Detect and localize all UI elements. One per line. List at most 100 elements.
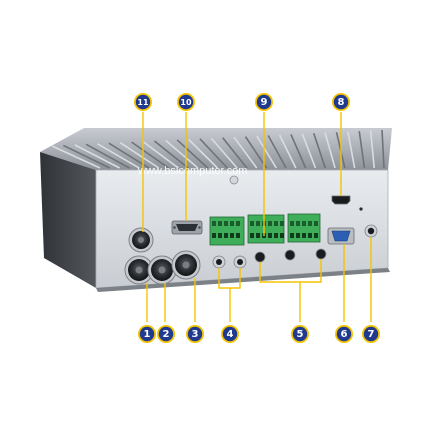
callout-badge-9: 9 <box>255 93 273 111</box>
callout-badge-8: 8 <box>332 93 350 111</box>
heatsink-fin <box>142 140 179 169</box>
callout-disc <box>135 94 151 110</box>
callout-number: 3 <box>192 329 199 340</box>
callout-disc <box>333 94 349 110</box>
callout-number: 4 <box>227 329 234 340</box>
callout-number: 9 <box>261 97 268 108</box>
terminal-pin <box>230 221 234 226</box>
terminal-pin <box>250 221 254 226</box>
db9-port-icon <box>171 220 203 235</box>
terminal-pin <box>308 221 312 226</box>
callout-badge-1: 1 <box>138 325 156 343</box>
callout-number: 10 <box>180 98 192 107</box>
status-led-icon <box>359 207 363 211</box>
terminal-pin <box>236 233 240 238</box>
heatsink-fin <box>165 139 199 169</box>
heatsink-fin <box>347 131 356 169</box>
antenna-hole-icon <box>315 248 327 260</box>
heatsink-fin <box>210 137 238 169</box>
heatsink-fin <box>85 143 130 169</box>
heatsink-fin <box>233 136 258 169</box>
terminal-pin <box>250 233 254 238</box>
device-bottom-shadow <box>96 268 390 292</box>
terminal-pin <box>268 221 272 226</box>
heatsink-fin <box>369 130 376 169</box>
terminal-pin <box>236 221 240 226</box>
terminal-pin <box>302 233 306 238</box>
heatsink-fin <box>301 133 317 169</box>
m12-connector-icon <box>124 255 154 285</box>
heatsink-fin <box>244 136 268 169</box>
leader-line <box>259 259 322 283</box>
ports <box>124 195 378 285</box>
callout-disc <box>158 326 174 342</box>
callout-badge-5: 5 <box>291 325 309 343</box>
terminal-pin <box>308 233 312 238</box>
antenna-hole-icon <box>284 249 296 261</box>
terminal-pin <box>230 233 234 238</box>
terminal-pin <box>280 221 284 226</box>
device-top-heatsink <box>40 128 392 170</box>
callout-disc <box>363 326 379 342</box>
heatsink-fin <box>278 134 297 169</box>
callout-number: 5 <box>297 329 304 340</box>
heatsink-fin <box>131 141 170 169</box>
heatsink-fin <box>199 138 228 169</box>
callout-disc <box>187 326 203 342</box>
terminal-pin <box>314 233 318 238</box>
callout-number: 8 <box>338 97 345 108</box>
leader-lines <box>142 112 372 322</box>
heatsink-fin <box>187 138 219 169</box>
terminal-pin <box>280 233 284 238</box>
terminal-pin <box>314 221 318 226</box>
heatsink-fin <box>119 142 160 169</box>
heatsink-fin <box>108 142 150 169</box>
callout-number: 6 <box>341 329 348 340</box>
terminal-pin <box>256 233 260 238</box>
heatsink-fin <box>222 137 248 169</box>
vga-port-icon <box>327 227 355 245</box>
callout-number: 1 <box>144 329 151 340</box>
ground-screw-icon <box>229 175 239 185</box>
watermark: www.bsicomputer.com <box>137 165 247 177</box>
terminal-pin <box>290 221 294 226</box>
callout-disc <box>222 326 238 342</box>
terminal-pin <box>290 233 294 238</box>
device-left-side <box>40 152 96 288</box>
power-jack-icon <box>364 224 378 238</box>
heatsink-fins <box>51 129 385 169</box>
callout-disc <box>178 94 194 110</box>
m12-connector-icon <box>128 227 154 253</box>
callout-badge-4: 4 <box>221 325 239 343</box>
heatsink-fin <box>312 133 327 169</box>
terminal-pin <box>296 233 300 238</box>
heatsink-fin <box>290 134 307 169</box>
terminal-pin <box>274 233 278 238</box>
m12-connector-icon <box>171 250 201 280</box>
terminal-pin <box>302 221 306 226</box>
callout-number: 2 <box>163 329 170 340</box>
terminal-block-icon <box>209 213 321 246</box>
heatsink-fin <box>381 129 385 169</box>
terminal-pin <box>218 233 222 238</box>
m12-connector-icon <box>147 255 177 285</box>
heatsink-fin <box>153 140 189 169</box>
terminal-pin <box>218 221 222 226</box>
callout-disc <box>139 326 155 342</box>
heatsink-fin <box>358 130 366 169</box>
terminal-pin <box>224 233 228 238</box>
terminal-pin <box>212 233 216 238</box>
callout-badge-2: 2 <box>157 325 175 343</box>
terminal-pin <box>212 221 216 226</box>
antenna-hole-icon <box>254 251 266 263</box>
callout-disc <box>256 94 272 110</box>
audio-jack-icon <box>212 255 226 269</box>
heatsink-fin <box>267 135 287 169</box>
callout-badge-7: 7 <box>362 325 380 343</box>
callout-number: 7 <box>368 329 375 340</box>
heatsink-fin <box>63 144 111 169</box>
heatsink-fin <box>97 143 140 169</box>
terminal-pin <box>274 221 278 226</box>
